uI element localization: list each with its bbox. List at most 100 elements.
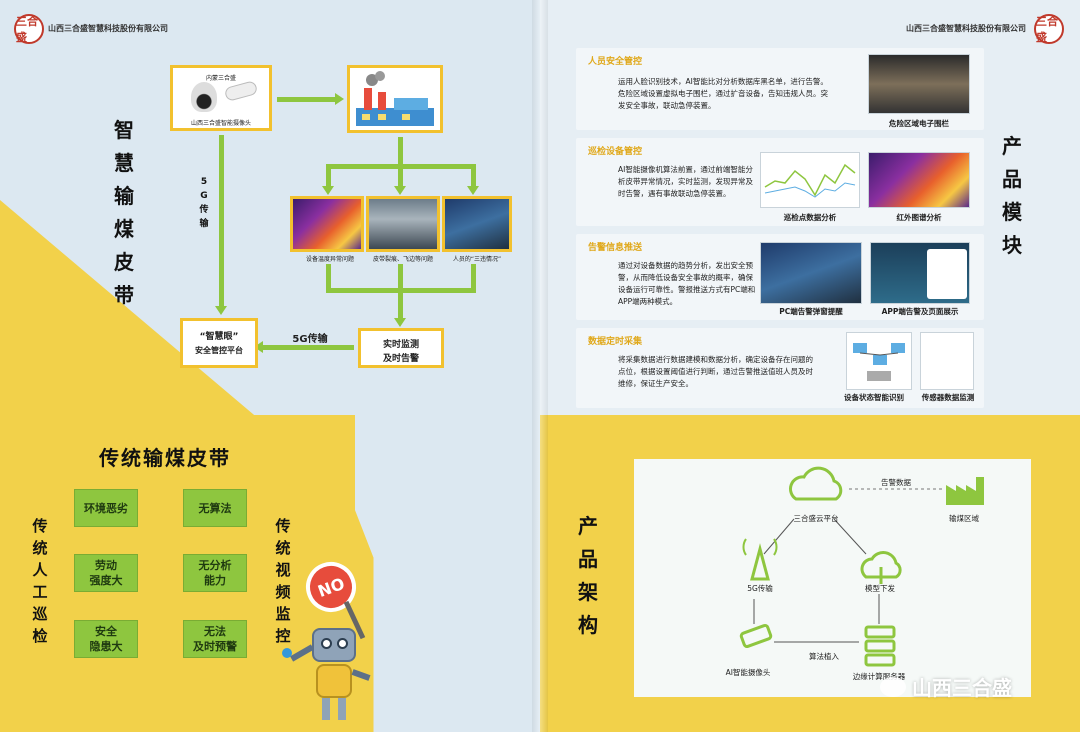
module-title: 数据定时采集	[588, 337, 643, 347]
module-data-collection: 数据定时采集 将采集数据进行数据建模和数据分析，确定设备存在问题的点位，根据设置…	[576, 328, 984, 408]
arrow-down-icon	[467, 186, 479, 195]
traditional-video-title: 传统视频监控	[275, 517, 291, 645]
robot-leg-icon	[322, 698, 330, 720]
module-alarm-push: 告警信息推送 通过对设备数据的趋势分析，发出安全预警，从而降低设备安全事故的概率…	[576, 234, 984, 320]
robot-head-icon	[312, 628, 356, 662]
title-product-modules: 产品模块	[1002, 134, 1022, 257]
node-model-deploy: 模型下发	[865, 584, 895, 593]
wechat-icon	[880, 676, 906, 697]
robot-body-icon	[316, 664, 352, 698]
problem-algorithm: 无算法	[183, 489, 247, 527]
label-algorithm-embed: 算法植入	[809, 652, 839, 661]
image-thermal	[290, 196, 364, 252]
module-text: 将采集数据进行数据建模和数据分析，确定设备存在问题的点位，根据设置阈值进行判断，…	[618, 355, 813, 388]
arrow-down-icon	[322, 186, 334, 195]
architecture-lines	[739, 466, 984, 667]
module-title: 巡检设备管控	[588, 147, 643, 157]
flow-line	[326, 264, 331, 290]
dome-camera-icon	[191, 82, 217, 112]
watermark: 山西三合盛	[880, 672, 1012, 701]
problem-warning: 无法 及时预警	[183, 620, 247, 658]
cloud-download-icon	[860, 551, 902, 579]
module-text: AI智能摄像机算法前置，通过前端智能分析皮带异常情况，实时监测，发现异常及时告警…	[618, 165, 753, 198]
cloud-icon	[789, 466, 843, 501]
image-label-belt: 皮带裂痕、飞边等问题	[372, 256, 433, 263]
module-title: 人员安全管控	[588, 57, 643, 67]
flow-line	[398, 264, 403, 290]
company-logo: 三合盛	[1034, 14, 1064, 44]
image-sensor-data	[920, 332, 974, 390]
factory-icon	[946, 477, 984, 505]
arrow-right-icon	[335, 93, 344, 105]
caption-fence: 危险区域电子围栏	[889, 119, 949, 128]
arrow-down-icon	[394, 318, 406, 327]
flow-line	[471, 164, 476, 186]
arrow-left-icon	[254, 341, 263, 353]
platform-subtitle: 安全管控平台	[195, 346, 243, 355]
factory-box	[347, 65, 443, 133]
problem-analysis: 无分析 能力	[183, 554, 247, 592]
node-5g: 5G传输	[747, 584, 773, 593]
camera-box: 内蒙三合盛 山西三合盛智能摄像头	[170, 65, 272, 131]
company-name-right: 山西三合盛智慧科技股份有限公司	[906, 24, 1026, 33]
node-edge-server: 边缘计算服务器	[852, 672, 906, 681]
module-inspection-equipment: 巡检设备管控 AI智能摄像机算法前置，通过前端智能分析皮带异常情况，实时监测，发…	[576, 138, 984, 226]
cctv-icon	[739, 623, 773, 649]
monitor-box: 实时监测 及时告警	[358, 328, 444, 368]
right-page: 山西三合盛智慧科技股份有限公司 三合盛 产品模块 产品架构 人员安全管控 运用人…	[540, 0, 1080, 732]
light-panel-decor	[355, 415, 540, 732]
caption-equipment-status: 设备状态智能识别	[844, 393, 904, 402]
module-personnel-safety: 人员安全管控 运用人脸识别技术，AI智能比对分析数据库黑名单，进行告警。危险区域…	[576, 48, 984, 130]
image-equipment-status	[846, 332, 912, 390]
page-spine	[532, 0, 548, 732]
robot-leg-icon	[338, 698, 346, 720]
module-text: 通过对设备数据的趋势分析，发出安全预警，从而降低设备安全事故的概率，确保设备运行…	[618, 261, 756, 306]
flow-line	[326, 164, 331, 186]
company-name-left: 山西三合盛智慧科技股份有限公司	[48, 24, 168, 33]
factory-icon	[356, 71, 434, 126]
platform-box: “智慧眼” 安全管控平台	[180, 318, 258, 368]
node-coal-area: 输煤区域	[949, 514, 979, 523]
architecture-diagram: 三合盛云平台 告警数据 输煤区域 5G传输 模型下发 AI智能摄像头 算法植入 …	[634, 459, 1031, 697]
platform-title: “智慧眼”	[199, 332, 239, 342]
image-fence	[868, 54, 970, 114]
monitor-line1: 实时监测	[382, 340, 419, 350]
bullet-camera-icon	[223, 80, 259, 102]
title-product-architecture: 产品架构	[578, 514, 598, 637]
flow-line	[471, 264, 476, 290]
server-icon	[864, 625, 896, 639]
traditional-inspection-title: 传统人工巡检	[32, 517, 48, 645]
node-ai-camera: AI智能摄像头	[725, 668, 771, 677]
caption-pc-alarm: PC端告警弹窗提醒	[779, 307, 843, 316]
title-smart-conveyor: 智慧输煤皮带	[114, 118, 134, 307]
left-page: 三合盛 山西三合盛智慧科技股份有限公司 智慧输煤皮带 内蒙三合盛 山西三合盛智能…	[0, 14, 540, 732]
image-pc-alarm	[760, 242, 862, 304]
image-label-thermal: 设备温度异常问题	[305, 256, 354, 263]
traditional-title: 传统输煤皮带	[99, 446, 231, 470]
problem-safety: 安全 隐患大	[74, 620, 138, 658]
problem-labor: 劳动 强度大	[74, 554, 138, 592]
image-inspection-chart	[760, 152, 860, 208]
image-infrared	[868, 152, 970, 208]
flow-line	[398, 288, 403, 320]
image-personnel	[442, 196, 512, 252]
company-logo: 三合盛	[14, 14, 44, 44]
image-belt	[366, 196, 440, 252]
camera-caption-top: 内蒙三合盛	[205, 75, 236, 82]
tower-icon	[750, 543, 770, 581]
flow-line	[262, 345, 354, 350]
transport-label-vertical: 5G传输	[199, 177, 209, 229]
image-app-alarm	[870, 242, 970, 304]
flow-line	[398, 164, 403, 186]
flow-line	[219, 135, 224, 307]
flow-line	[398, 137, 403, 165]
caption-app-alarm: APP端告警及页面展示	[881, 307, 959, 316]
robot-hand-icon	[282, 648, 292, 658]
monitor-line2: 及时告警	[382, 354, 419, 364]
arrow-down-icon	[394, 186, 406, 195]
image-label-personnel: 人员的“三违情况”	[452, 256, 502, 263]
caption-sensor: 传感器数据监测	[921, 393, 975, 402]
label-alarm-data: 告警数据	[881, 478, 911, 487]
node-cloud-platform: 三合盛云平台	[793, 514, 839, 523]
transport-label-horizontal: 5G传输	[292, 334, 328, 345]
